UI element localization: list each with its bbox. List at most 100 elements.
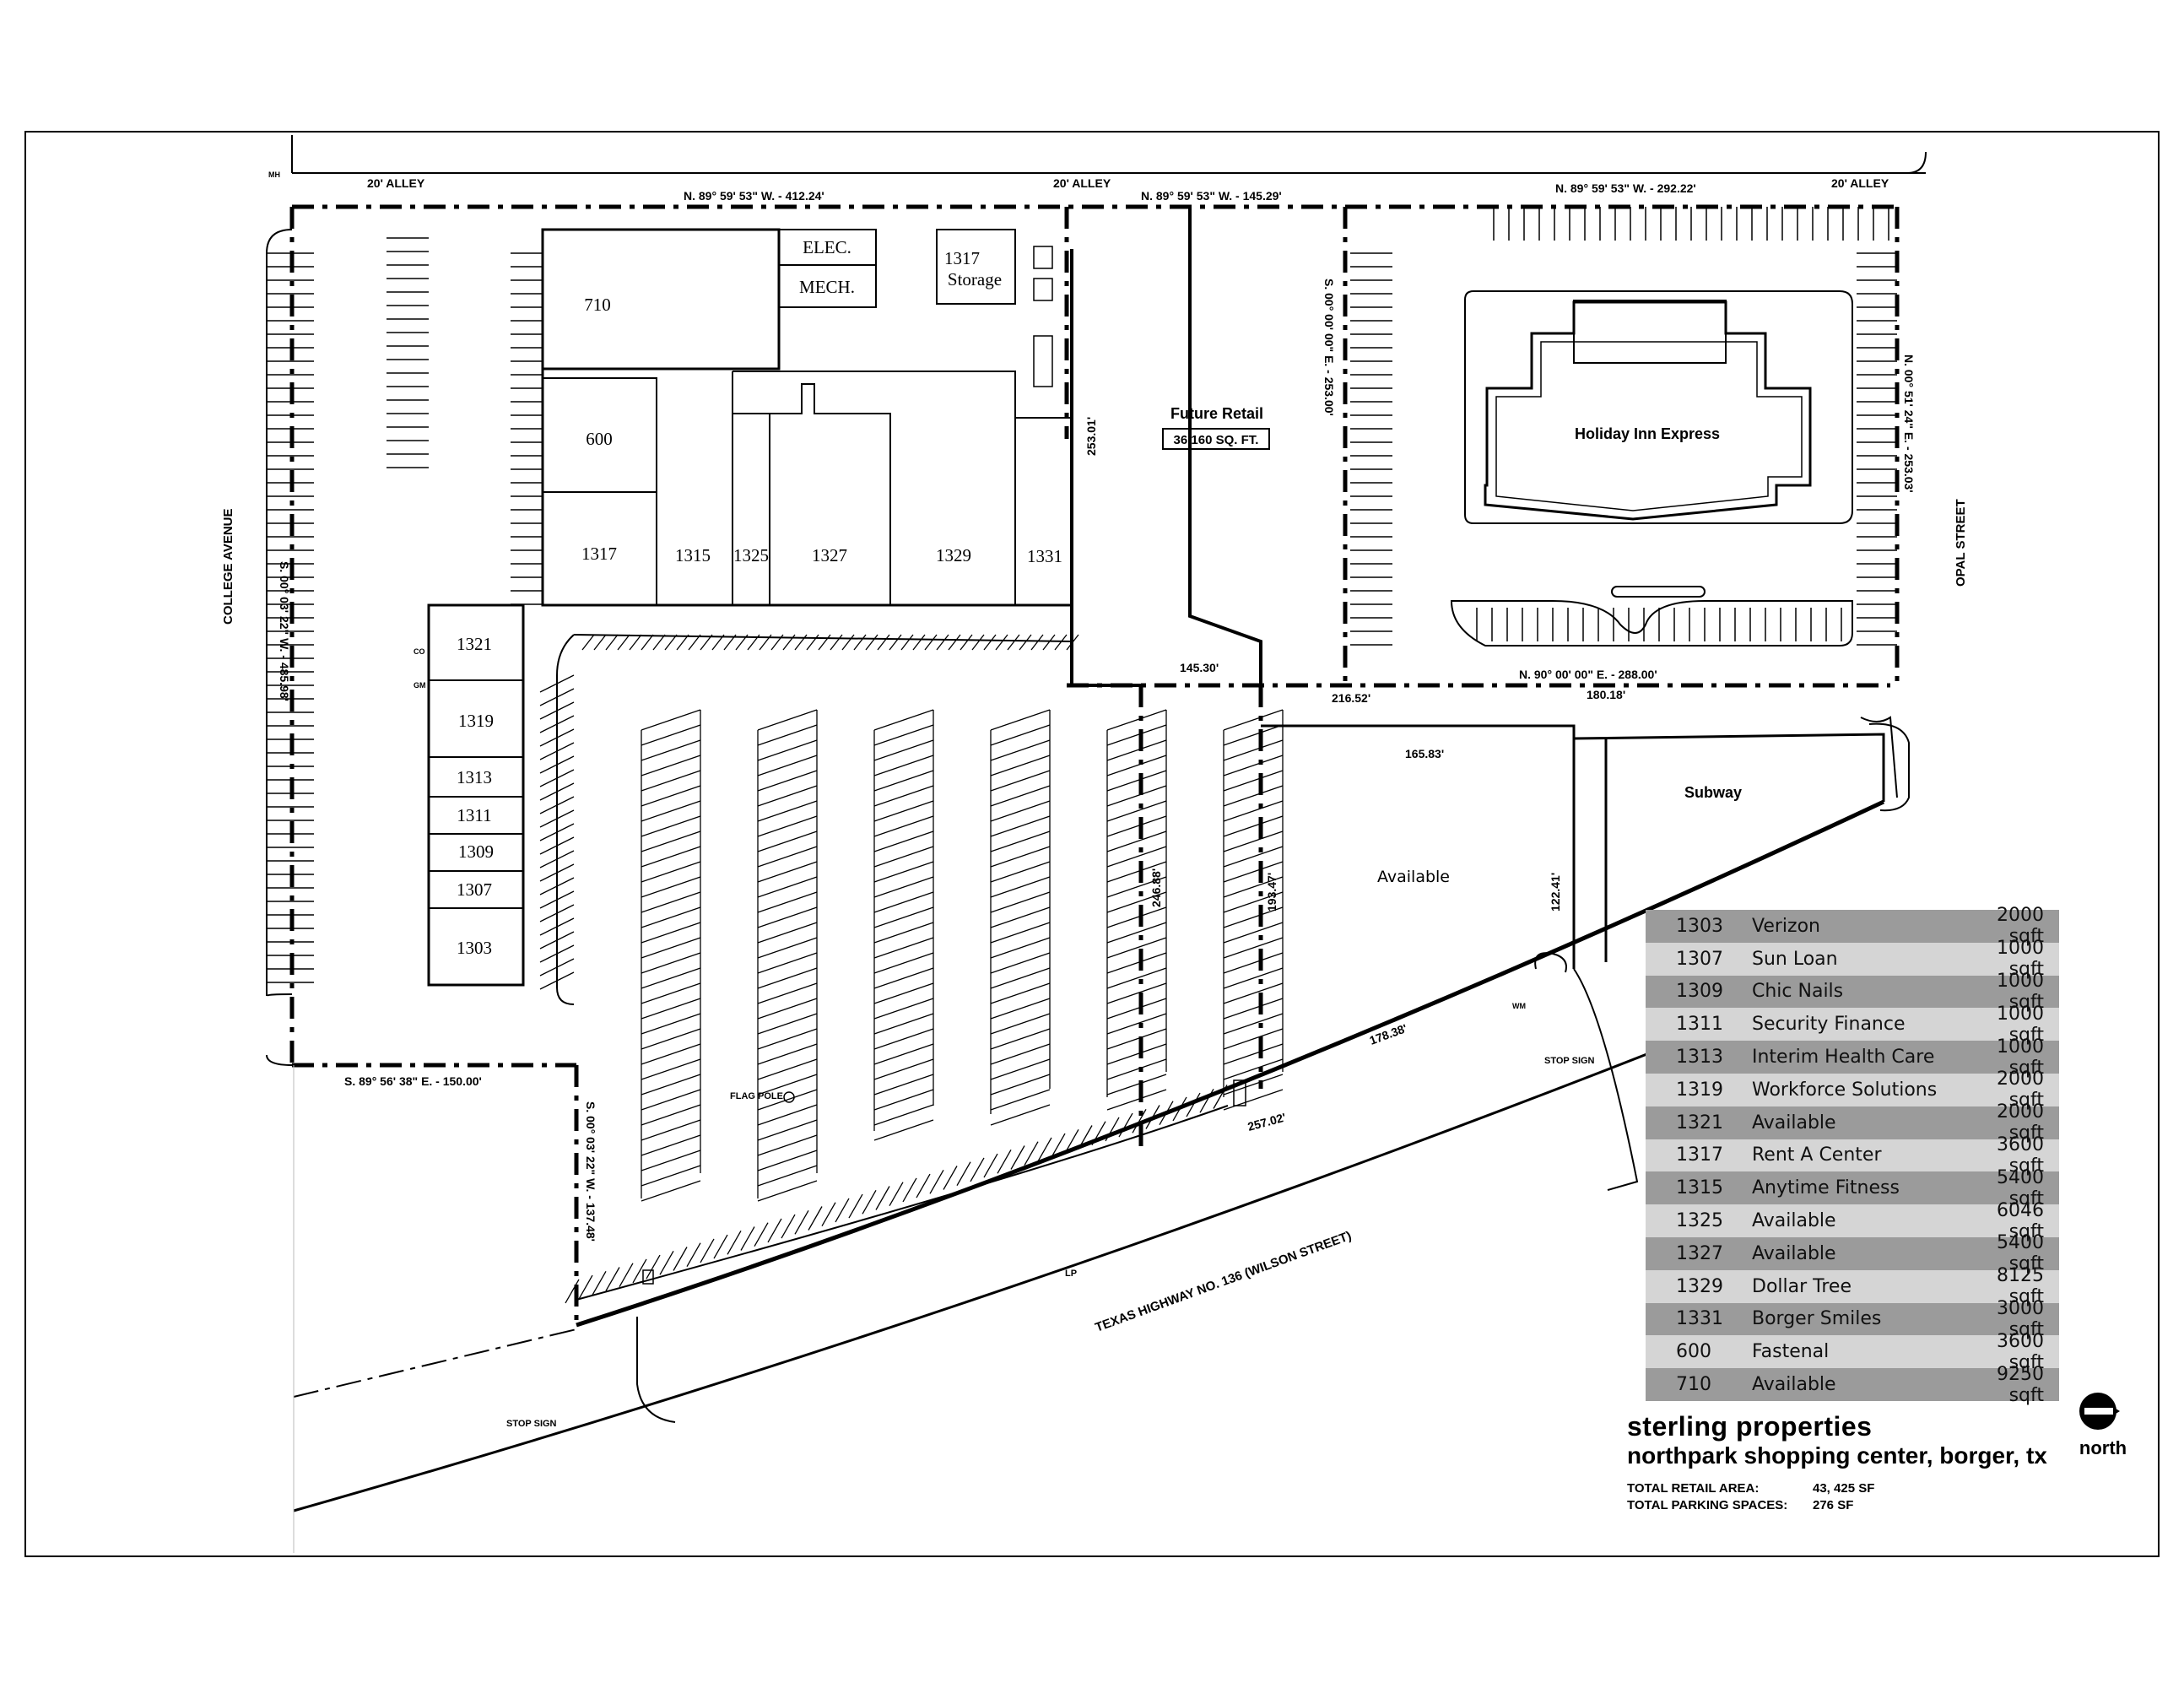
stop-sign-label-2: STOP SIGN: [506, 1419, 557, 1429]
tenant-unit: 1309: [1676, 981, 1723, 1003]
tenant-unit: 1327: [1676, 1242, 1723, 1264]
dim-253: 253.01': [1084, 417, 1098, 456]
available-pad-label: Available: [1377, 868, 1450, 886]
tenant-row: 1321 Available 2000 sqft: [1646, 1101, 2059, 1144]
tenant-area: 2000 sqft: [1997, 1101, 2044, 1144]
tenant-area: 3600 sqft: [1997, 1133, 2044, 1177]
tenant-name: Dollar Tree: [1752, 1275, 1852, 1297]
tenant-area: 1000 sqft: [1997, 938, 2044, 981]
tenant-name: Available: [1752, 1374, 1836, 1396]
tenant-unit: 600: [1676, 1341, 1711, 1363]
dim-122: 122.41': [1549, 873, 1562, 912]
tenant-unit: 1319: [1676, 1079, 1723, 1101]
tenant-area: 1000 sqft: [1997, 1036, 2044, 1079]
drawing-frame: [24, 131, 2160, 1557]
tenant-unit: 1315: [1676, 1177, 1723, 1199]
tenant-name: Rent A Center: [1752, 1144, 1882, 1166]
tenant-row: 1331 Borger Smiles 3000 sqft: [1646, 1298, 2059, 1340]
unit-1309: 1309: [458, 841, 494, 862]
main-retail-building: [541, 228, 1073, 607]
unit-1315: 1315: [675, 545, 711, 565]
bearing-north-west: N. 89° 59' 53" W. - 412.24': [684, 189, 824, 203]
gm-label: GM: [414, 681, 426, 690]
holiday-inn-label: Holiday Inn Express: [1575, 425, 1720, 442]
tenant-area: 9250 sqft: [1997, 1363, 2044, 1406]
tenant-area: 6046 sqft: [1997, 1199, 2044, 1242]
bearing-hotel-south: N. 90° 00' 00" E. - 288.00': [1519, 668, 1657, 681]
bearing-east-line: N. 00° 51' 24" E. - 253.03': [1902, 354, 1916, 493]
tenant-area: 3000 sqft: [1997, 1297, 2044, 1340]
unit-710: 710: [584, 295, 611, 315]
alley-label-east: 20' ALLEY: [1831, 176, 1889, 190]
west-parking-stalls: [267, 237, 543, 983]
tenant-name: Workforce Solutions: [1752, 1079, 1938, 1101]
tenant-name: Available: [1752, 1242, 1836, 1264]
parking-label: TOTAL PARKING SPACES:: [1627, 1498, 1788, 1512]
label-storage: Storage: [948, 269, 1002, 289]
tenant-name: Borger Smiles: [1752, 1308, 1882, 1330]
tenant-unit: 1325: [1676, 1210, 1723, 1232]
tenant-unit: 1331: [1676, 1308, 1723, 1330]
tenant-name: Verizon: [1752, 915, 1820, 937]
unit-1313: 1313: [457, 767, 492, 787]
co-label: CO: [414, 647, 425, 656]
dim-178: 178.38': [1368, 1021, 1409, 1047]
future-retail-area: 36,160 SQ. FT.: [1174, 433, 1259, 447]
stop-sign-label-1: STOP SIGN: [1544, 1056, 1595, 1066]
street-opal: OPAL STREET: [1954, 499, 1968, 587]
future-retail-pad: [1070, 207, 1270, 687]
property-boundary: [289, 204, 1900, 1325]
north-arrow-icon: [2079, 1393, 2120, 1430]
street-college-avenue: COLLEGE AVENUE: [221, 508, 235, 625]
alley-label-west: 20' ALLEY: [367, 176, 425, 190]
retail-area-stat: TOTAL RETAIL AREA: 43, 425 SF: [1627, 1480, 2083, 1497]
tenant-name: Available: [1752, 1112, 1836, 1133]
tenant-unit: 1311: [1676, 1014, 1723, 1036]
tenant-name: Fastenal: [1752, 1341, 1830, 1363]
bearing-west-lower: S. 00° 03' 22" W. - 137.48': [584, 1101, 597, 1242]
company-name: sterling properties: [1627, 1411, 1873, 1442]
bearing-west-line: S. 00° 03' 22" W. - 485.98': [278, 561, 291, 701]
tenant-name: Available: [1752, 1210, 1836, 1232]
north-label: north: [2079, 1437, 2127, 1458]
dim-145: 145.30': [1180, 661, 1219, 674]
retail-area-value: 43, 425 SF: [1813, 1481, 1875, 1496]
wm-label: WM: [1512, 1002, 1526, 1010]
dim-257: 257.02': [1246, 1110, 1288, 1133]
highway-frontage: [576, 799, 1885, 1328]
tenant-row: 1325 Available 6046 sqft: [1646, 1200, 2059, 1242]
alley-label-center: 20' ALLEY: [1053, 176, 1111, 190]
tenant-area: 5400 sqft: [1997, 1166, 2044, 1209]
parking-value: 276 SF: [1813, 1498, 1854, 1512]
future-retail-label: Future Retail: [1170, 405, 1263, 422]
angled-parking-rows: [539, 634, 1284, 1304]
unit-1327: 1327: [812, 545, 847, 565]
dim-193: 193.47': [1265, 873, 1279, 912]
tenant-area: 8125 sqft: [1997, 1265, 2044, 1308]
dim-216: 216.52': [1332, 691, 1370, 705]
unit-1303: 1303: [457, 938, 492, 958]
tenant-row: 1317 Rent A Center 3600 sqft: [1646, 1134, 2059, 1177]
bearing-north-center: N. 89° 59' 53" W. - 145.29': [1141, 189, 1282, 203]
bearing-north-east: N. 89° 59' 53" W. - 292.22': [1555, 181, 1696, 195]
parking-stat: TOTAL PARKING SPACES: 276 SF: [1627, 1497, 2083, 1514]
flag-pole-label: FLAG POLE: [730, 1091, 783, 1101]
label-elec: ELEC.: [803, 237, 851, 257]
west-strip-building: [427, 603, 525, 987]
unit-1321: 1321: [457, 634, 492, 654]
holiday-inn-building: [1450, 290, 1853, 647]
tenant-unit: 1307: [1676, 948, 1723, 970]
tenant-unit: 1317: [1676, 1144, 1723, 1166]
tenant-unit: 1321: [1676, 1112, 1723, 1133]
north-arrow: north: [2069, 1391, 2137, 1459]
unit-1317: 1317: [581, 544, 617, 564]
mh-label: MH: [268, 170, 280, 179]
